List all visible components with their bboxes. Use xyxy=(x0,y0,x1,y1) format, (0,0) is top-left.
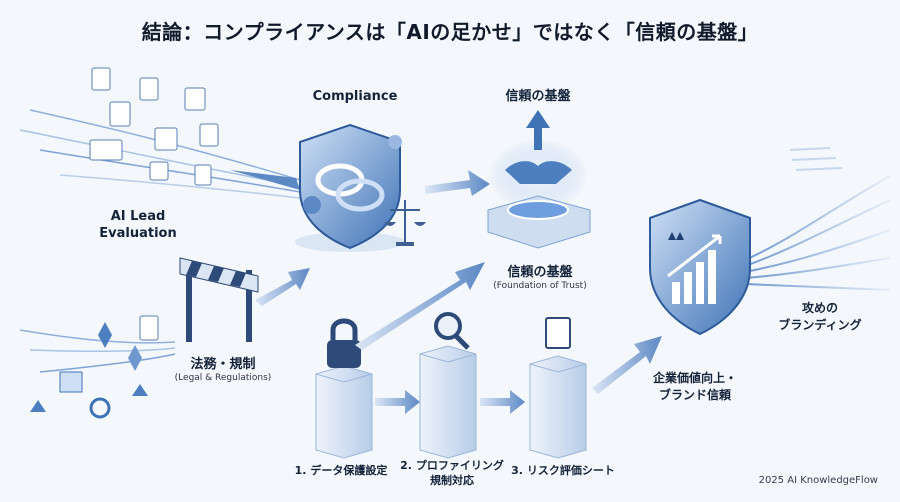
doc-icon xyxy=(139,77,159,101)
ethereum-icon xyxy=(128,345,142,371)
trust-top-label: 信頼の基盤 xyxy=(505,89,571,104)
doc-icon xyxy=(194,164,212,186)
doc-icon xyxy=(109,101,131,127)
doc-icon xyxy=(184,87,206,111)
ethereum-icon xyxy=(98,322,112,348)
document-icon xyxy=(545,317,571,349)
gear-icon xyxy=(149,161,169,181)
handshake-icon xyxy=(505,161,572,184)
scale-icon xyxy=(384,200,426,246)
step3-label: 3. リスク評価シート xyxy=(511,464,615,477)
corporate-value-label: 企業価値向上・ ブランド信頼 xyxy=(652,371,737,402)
arrow-to-trust xyxy=(425,170,490,196)
compliance-label: Compliance xyxy=(312,89,398,104)
ring-icon xyxy=(89,397,111,419)
gear-icon xyxy=(303,196,321,214)
cube-icon xyxy=(59,371,83,393)
arrow-to-trust-foundation xyxy=(355,262,485,350)
lock-icon xyxy=(327,340,361,368)
doc-icon xyxy=(91,67,111,91)
ai-document-stream xyxy=(19,67,301,199)
page-title: 結論：コンプライアンスは「AIの足かせ」ではなく「信頼の基盤」 xyxy=(141,20,759,44)
trust-bottom-label: 信頼の基盤 (Foundation of Trust) xyxy=(493,265,587,291)
brand-shield xyxy=(649,198,751,336)
pillar-1 xyxy=(315,318,373,459)
pillar-2 xyxy=(419,312,477,459)
network-icon xyxy=(154,127,178,151)
triangle-icon xyxy=(132,384,148,396)
doc-icon xyxy=(139,315,159,341)
branding-stream xyxy=(744,147,891,291)
code-icon xyxy=(89,139,123,161)
up-arrow-icon xyxy=(526,110,550,150)
arrow-to-corporate-value xyxy=(592,336,662,394)
legal-label: 法務・規制 (Legal & Regulations) xyxy=(174,357,272,383)
step1-label: 1. データ保護設定 xyxy=(294,464,388,477)
data-blocks-stream xyxy=(19,315,176,419)
ai-lead-label: AI Lead Evaluation xyxy=(99,209,177,241)
arrow-step1-to-step2 xyxy=(375,390,420,414)
pillar-3 xyxy=(529,317,587,459)
magnifier-icon xyxy=(434,312,462,340)
arrow-legal-to-compliance xyxy=(255,268,310,306)
arrow-step2-to-step3 xyxy=(480,390,525,414)
compliance-shield xyxy=(295,123,405,252)
crown-icon xyxy=(668,232,684,240)
branding-label: 攻めの ブランディング xyxy=(778,301,862,332)
footer-credit: 2025 AI KnowledgeFlow xyxy=(758,475,878,486)
doc-icon xyxy=(199,123,219,147)
legal-barrier xyxy=(179,257,259,342)
gear-icon xyxy=(388,135,402,149)
trust-platform xyxy=(487,110,591,249)
triangle-icon xyxy=(30,400,46,412)
step2-label: 2. プロファイリング 規制対応 xyxy=(400,459,504,487)
